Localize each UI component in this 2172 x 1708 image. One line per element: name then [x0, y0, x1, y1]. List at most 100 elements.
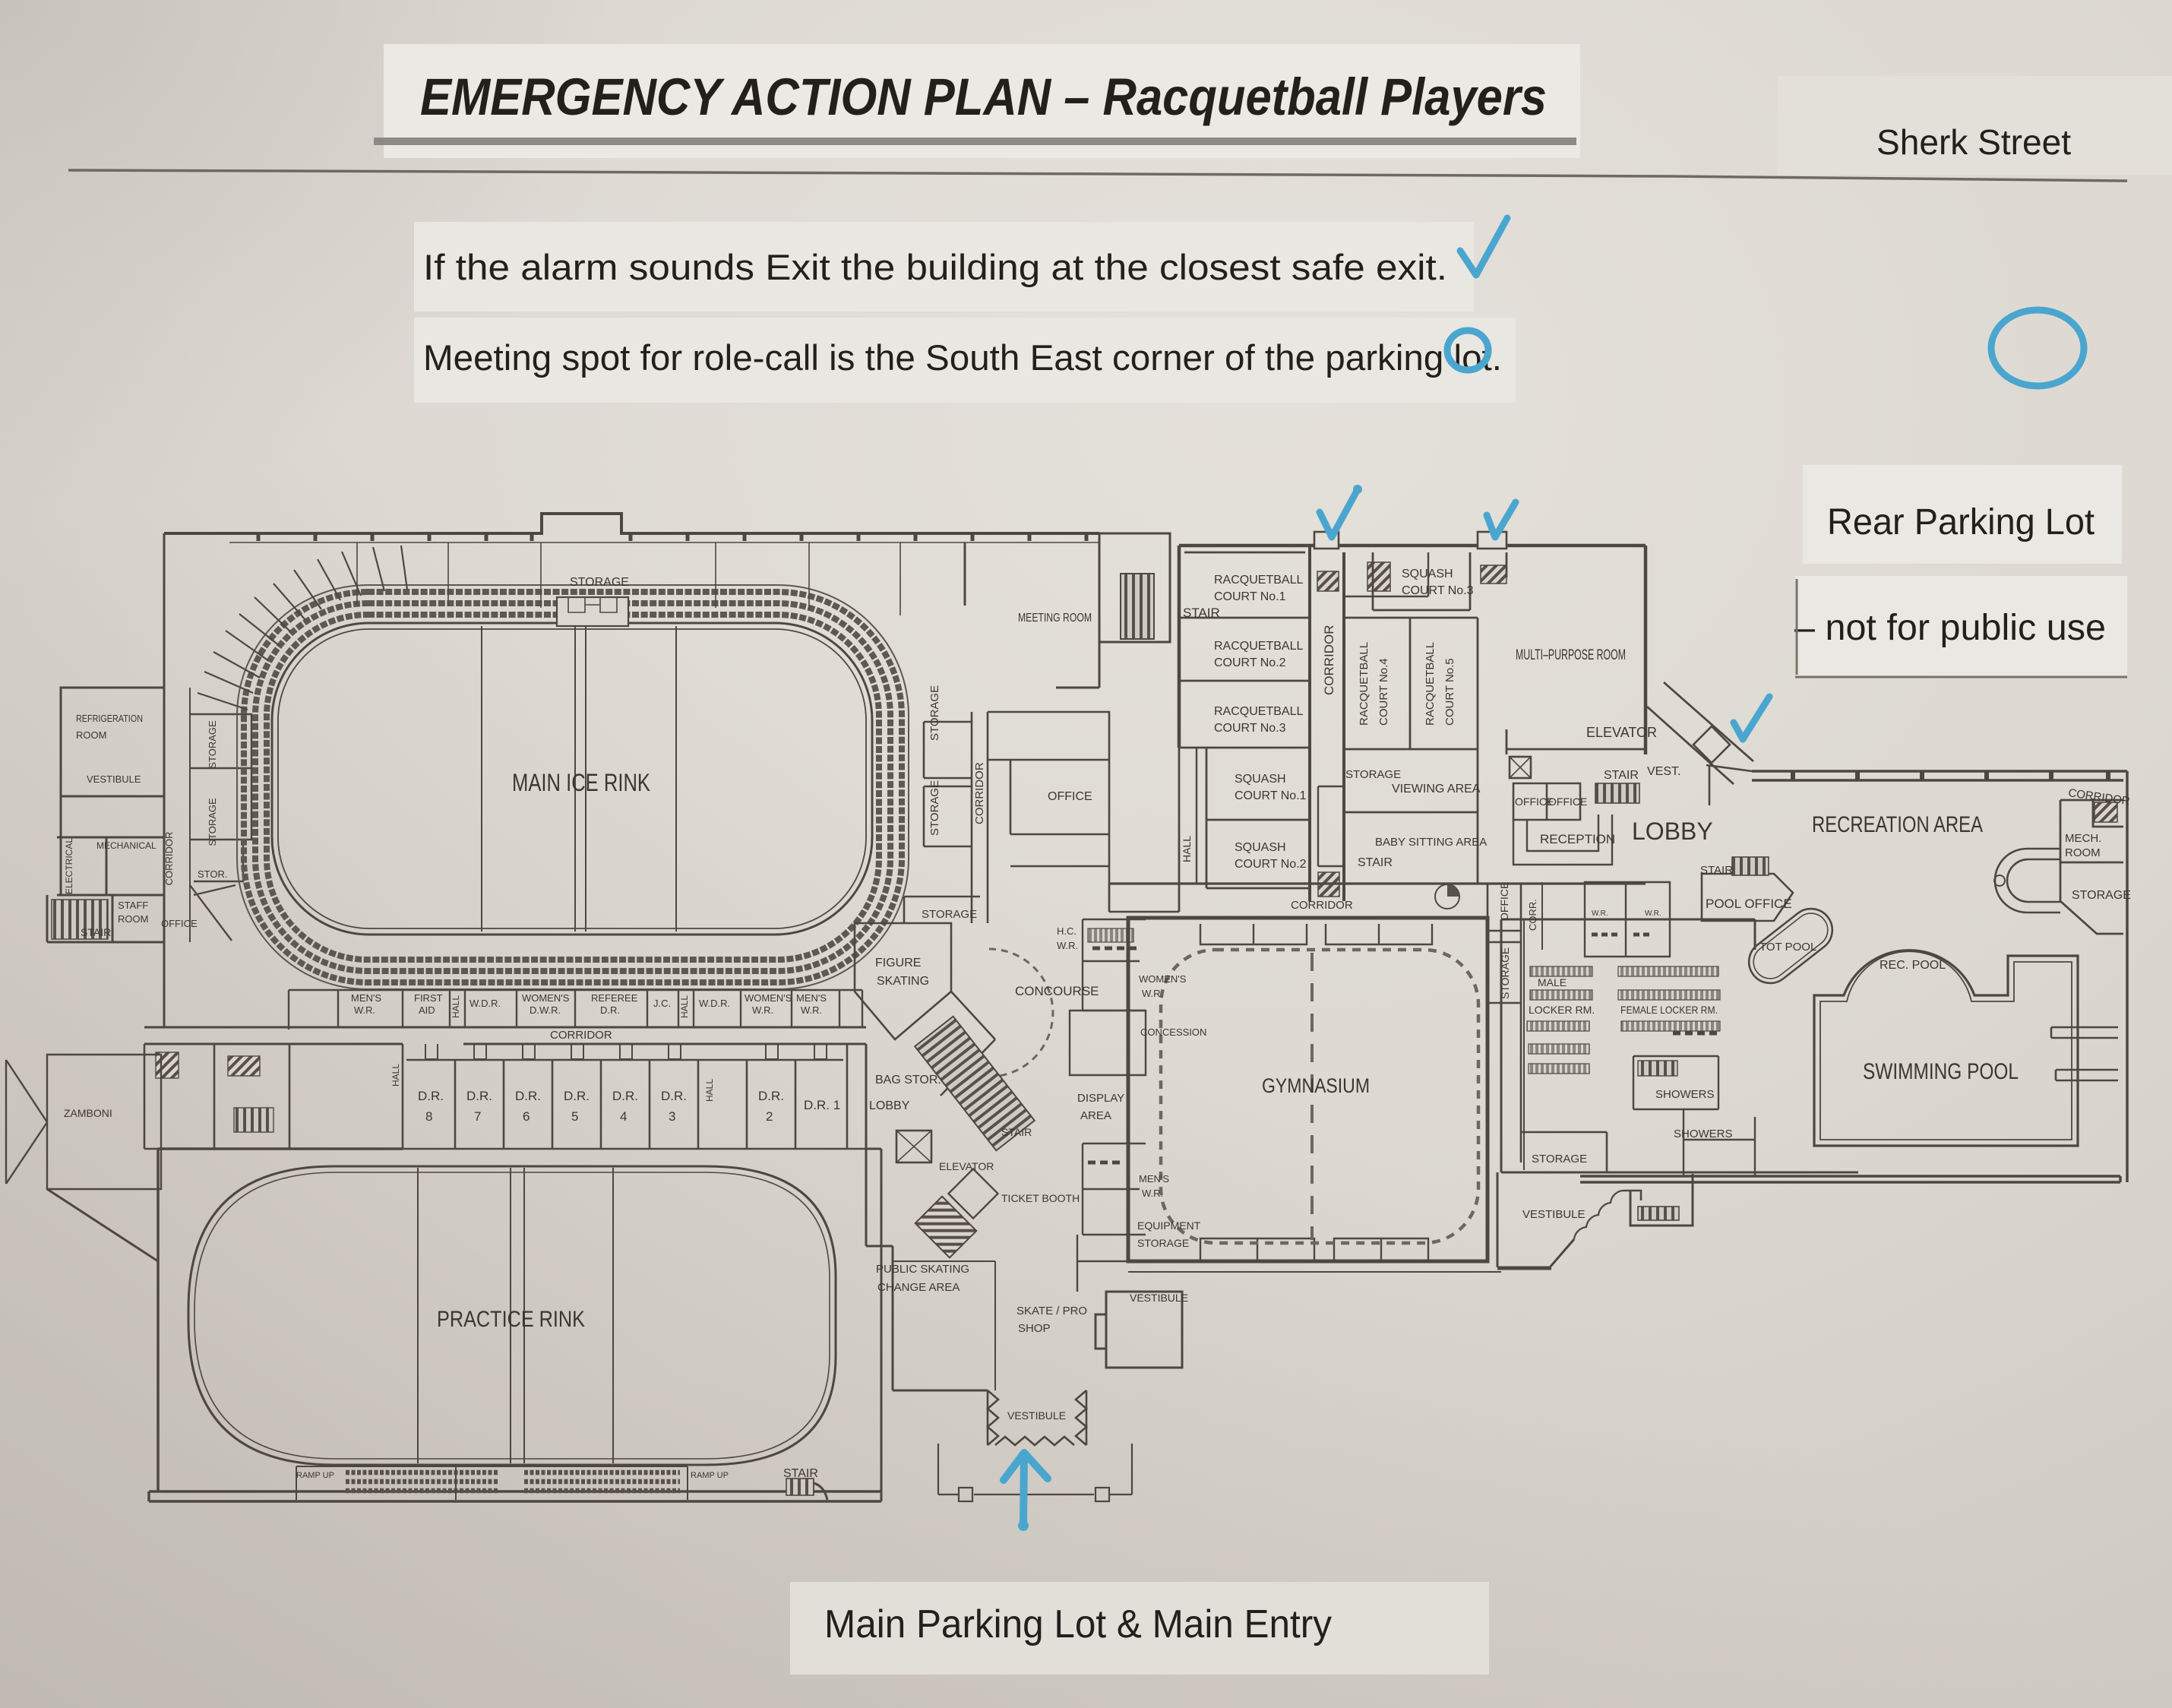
svg-text:STAIR: STAIR — [783, 1467, 818, 1480]
svg-text:VESTIBULE: VESTIBULE — [87, 773, 141, 785]
svg-text:ROOM: ROOM — [76, 729, 106, 741]
svg-text:RACQUETBALL: RACQUETBALL — [1214, 574, 1303, 587]
svg-text:MEETING ROOM: MEETING ROOM — [1018, 612, 1092, 625]
svg-text:W.R.: W.R. — [1592, 909, 1608, 918]
svg-text:Main Parking Lot & Main Entry: Main Parking Lot & Main Entry — [824, 1602, 1332, 1646]
svg-text:H.C.: H.C. — [1057, 925, 1077, 937]
svg-text:RAMP UP: RAMP UP — [296, 1471, 334, 1480]
svg-text:SQUASH: SQUASH — [1402, 568, 1453, 580]
svg-text:7: 7 — [474, 1109, 481, 1124]
svg-text:ELEVATOR: ELEVATOR — [1586, 725, 1657, 740]
svg-text:SWIMMING POOL: SWIMMING POOL — [1863, 1059, 2019, 1084]
svg-text:MECHANICAL: MECHANICAL — [96, 840, 156, 851]
svg-text:REFEREE: REFEREE — [591, 992, 638, 1004]
svg-text:STAIR: STAIR — [1700, 864, 1733, 877]
svg-text:EMERGENCY ACTION PLAN – Racque: EMERGENCY ACTION PLAN – Racquetball Play… — [420, 68, 1547, 126]
svg-text:STORAGE: STORAGE — [570, 576, 629, 589]
svg-text:W.R.: W.R. — [1645, 909, 1661, 918]
svg-text:SHOP: SHOP — [1018, 1322, 1051, 1335]
svg-text:D.R.: D.R. — [515, 1089, 541, 1103]
svg-text:STORAGE: STORAGE — [207, 798, 218, 846]
svg-text:STORAGE: STORAGE — [928, 780, 941, 836]
svg-text:Rear Parking Lot: Rear Parking Lot — [1827, 502, 2095, 542]
svg-text:REC. POOL: REC. POOL — [1880, 959, 1946, 972]
svg-text:LOCKER RM.: LOCKER RM. — [1529, 1004, 1595, 1016]
svg-text:D.R. 1: D.R. 1 — [804, 1098, 840, 1112]
svg-text:REFRIGERATION: REFRIGERATION — [76, 713, 143, 724]
svg-text:D.R.: D.R. — [600, 1004, 620, 1016]
svg-text:DISPLAY: DISPLAY — [1077, 1092, 1124, 1105]
svg-text:OFFICE: OFFICE — [1515, 795, 1554, 808]
svg-text:D.R.: D.R. — [564, 1089, 590, 1103]
svg-text:VIEWING AREA: VIEWING AREA — [1392, 783, 1481, 795]
svg-text:STORAGE: STORAGE — [922, 908, 977, 921]
svg-text:RACQUETBALL: RACQUETBALL — [1358, 642, 1371, 726]
svg-text:WOMEN'S: WOMEN'S — [1139, 973, 1187, 985]
svg-text:W.R.: W.R. — [1142, 1188, 1163, 1199]
svg-text:8: 8 — [425, 1109, 432, 1124]
svg-text:3: 3 — [669, 1109, 675, 1124]
svg-text:W.R.: W.R. — [354, 1004, 375, 1016]
svg-text:COURT No.2: COURT No.2 — [1214, 656, 1286, 669]
svg-text:STORAGE: STORAGE — [1137, 1237, 1189, 1249]
svg-text:COURT No.4: COURT No.4 — [1377, 658, 1390, 726]
svg-text:VESTIBULE: VESTIBULE — [1007, 1409, 1066, 1422]
svg-text:W.D.R.: W.D.R. — [699, 998, 730, 1009]
svg-text:D.W.R.: D.W.R. — [530, 1004, 561, 1016]
svg-text:OFFICE: OFFICE — [1548, 795, 1587, 808]
svg-text:STORAGE: STORAGE — [1345, 768, 1401, 781]
svg-text:MEN'S: MEN'S — [351, 992, 381, 1004]
svg-text:SQUASH: SQUASH — [1235, 841, 1286, 854]
svg-text:CORRIDOR: CORRIDOR — [163, 832, 175, 886]
svg-text:COURT No.3: COURT No.3 — [1214, 722, 1286, 735]
svg-text:STORAGE: STORAGE — [1532, 1153, 1587, 1166]
svg-text:D.R.: D.R. — [758, 1089, 784, 1103]
svg-text:CORRIDOR: CORRIDOR — [1322, 625, 1336, 695]
svg-text:RACQUETBALL: RACQUETBALL — [1214, 640, 1303, 653]
svg-text:If the alarm sounds Exit the b: If the alarm sounds Exit the building at… — [423, 247, 1447, 287]
svg-text:MAIN ICE RINK: MAIN ICE RINK — [512, 769, 650, 796]
svg-text:STAIR: STAIR — [1001, 1126, 1032, 1138]
svg-text:Meeting spot for role-call is: Meeting spot for role-call is the South … — [423, 337, 1502, 378]
svg-text:SHOWERS: SHOWERS — [1674, 1128, 1733, 1140]
svg-text:STORAGE: STORAGE — [1499, 947, 1511, 999]
svg-text:GYMNASIUM: GYMNASIUM — [1262, 1074, 1370, 1097]
svg-text:CORRIDOR: CORRIDOR — [1291, 899, 1353, 912]
svg-text:COURT No.3: COURT No.3 — [1402, 584, 1474, 597]
svg-text:– not for public use: – not for public use — [1794, 608, 2106, 648]
svg-text:HALL: HALL — [704, 1079, 715, 1102]
svg-text:SHOWERS: SHOWERS — [1655, 1088, 1715, 1101]
svg-text:HALL: HALL — [390, 1064, 401, 1086]
svg-text:HALL: HALL — [1181, 836, 1193, 862]
svg-text:AREA: AREA — [1080, 1109, 1111, 1122]
svg-text:ELEVATOR: ELEVATOR — [939, 1160, 994, 1172]
svg-text:WOMEN'S: WOMEN'S — [522, 992, 570, 1004]
svg-text:W.D.R.: W.D.R. — [469, 998, 501, 1009]
svg-text:CORR.: CORR. — [1527, 899, 1538, 931]
svg-text:D.R.: D.R. — [612, 1089, 638, 1103]
svg-text:COURT No.1: COURT No.1 — [1214, 590, 1286, 603]
svg-text:STAFF: STAFF — [118, 900, 148, 911]
svg-text:CORRIDOR: CORRIDOR — [550, 1029, 612, 1042]
svg-text:LOBBY: LOBBY — [869, 1099, 910, 1112]
svg-text:AID: AID — [419, 1004, 435, 1016]
svg-text:SKATE / PRO: SKATE / PRO — [1016, 1305, 1087, 1317]
svg-text:COURT No.1: COURT No.1 — [1235, 789, 1307, 802]
svg-text:WOMEN'S: WOMEN'S — [745, 992, 792, 1004]
svg-text:ZAMBONI: ZAMBONI — [64, 1107, 112, 1119]
svg-text:STORAGE: STORAGE — [2072, 889, 2131, 902]
svg-text:CORRIDOR: CORRIDOR — [973, 762, 986, 824]
svg-text:CONCOURSE: CONCOURSE — [1015, 984, 1099, 998]
svg-text:W.R.: W.R. — [1057, 940, 1078, 951]
svg-text:D.R.: D.R. — [418, 1089, 444, 1103]
svg-text:TOT POOL: TOT POOL — [1759, 941, 1816, 954]
svg-text:MEN'S: MEN'S — [1139, 1173, 1169, 1185]
svg-text:FIGURE: FIGURE — [875, 957, 921, 969]
svg-text:FEMALE LOCKER RM.: FEMALE LOCKER RM. — [1620, 1004, 1718, 1016]
svg-text:OFFICE: OFFICE — [1498, 882, 1510, 921]
svg-text:MULTI–PURPOSE ROOM: MULTI–PURPOSE ROOM — [1516, 647, 1626, 663]
svg-text:STAIR: STAIR — [1183, 606, 1220, 620]
svg-text:SQUASH: SQUASH — [1235, 773, 1286, 786]
svg-text:CHANGE AREA: CHANGE AREA — [877, 1281, 960, 1294]
svg-text:VESTIBULE: VESTIBULE — [1522, 1208, 1586, 1221]
